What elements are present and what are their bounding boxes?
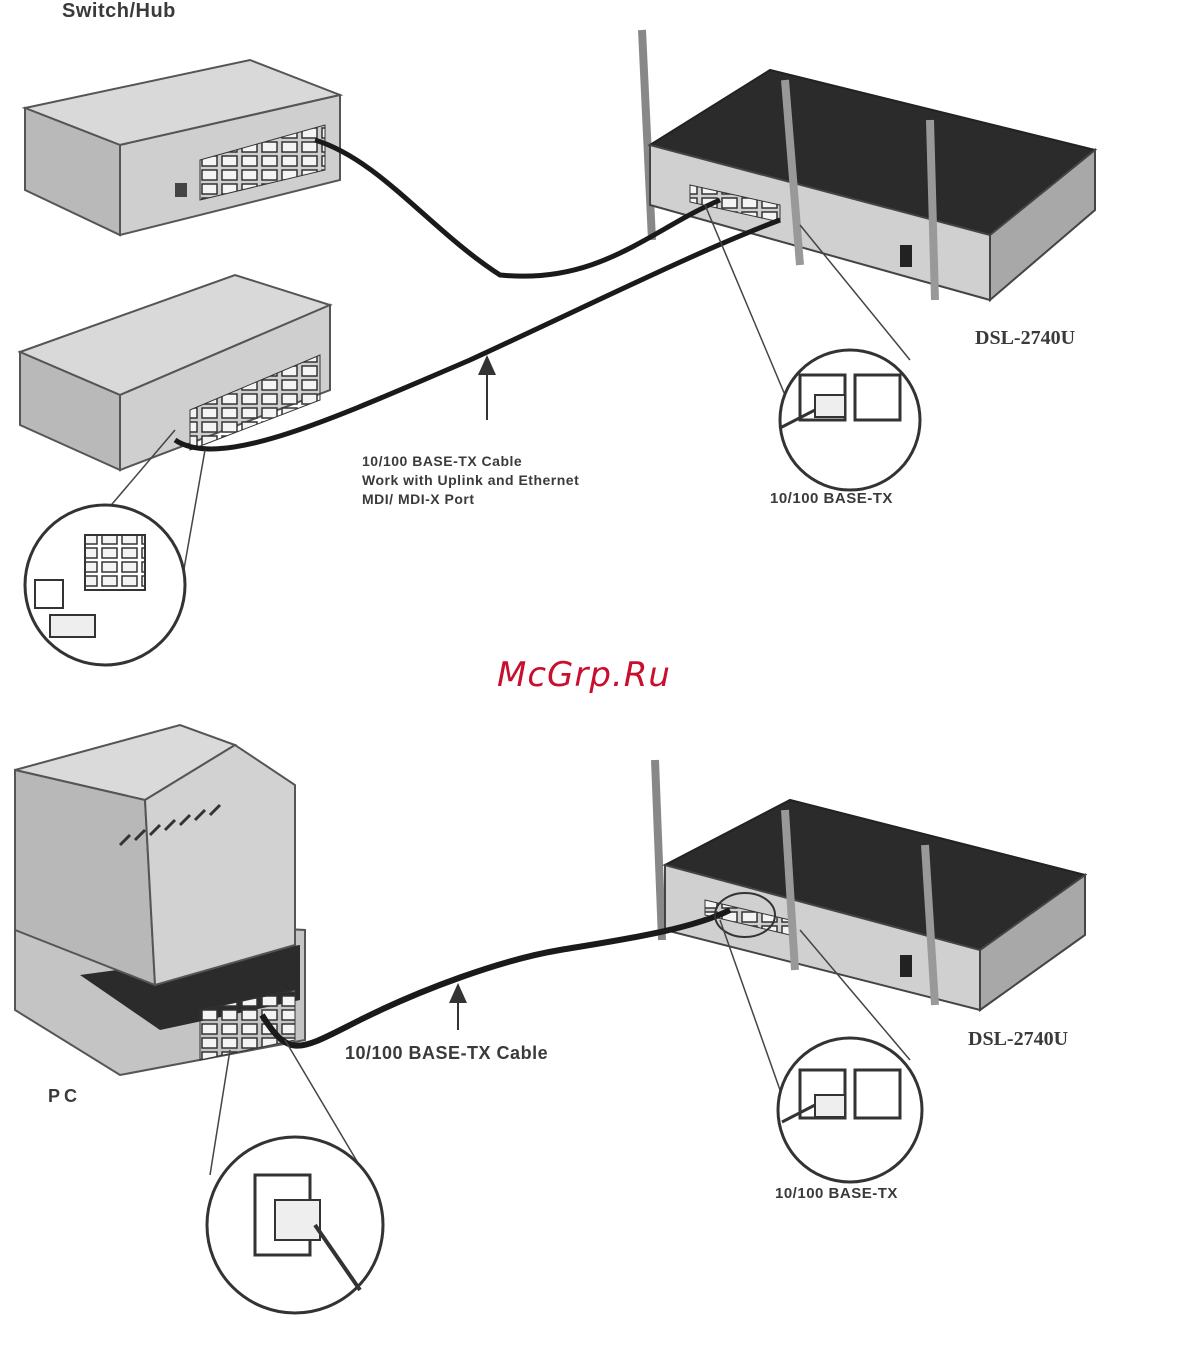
cable-label-bottom: 10/100 BASE-TX Cable <box>345 1043 548 1064</box>
cable-label-line-3: MDI/ MDI-X Port <box>362 490 579 509</box>
router-top <box>642 30 1095 300</box>
port-zoom-pc <box>207 1040 383 1313</box>
port-label-bottom: 10/100 BASE-TX <box>775 1185 898 1202</box>
pc <box>15 725 305 1075</box>
switch-hub-top <box>25 60 340 235</box>
router-top-label: DSL-2740U <box>975 327 1075 350</box>
cable-label-top: 10/100 BASE-TX Cable Work with Uplink an… <box>362 452 579 509</box>
watermark: McGrp.Ru <box>497 655 671 695</box>
router-bottom <box>655 760 1085 1010</box>
cable-label-line-2: Work with Uplink and Ethernet <box>362 471 579 490</box>
cable-label-line-1: 10/100 BASE-TX Cable <box>362 452 579 471</box>
switch-hub-label: Switch/Hub <box>62 0 176 23</box>
router-bottom-label: DSL-2740U <box>968 1028 1068 1051</box>
port-label-top: 10/100 BASE-TX <box>770 490 893 507</box>
pc-label: PC <box>48 1086 81 1107</box>
